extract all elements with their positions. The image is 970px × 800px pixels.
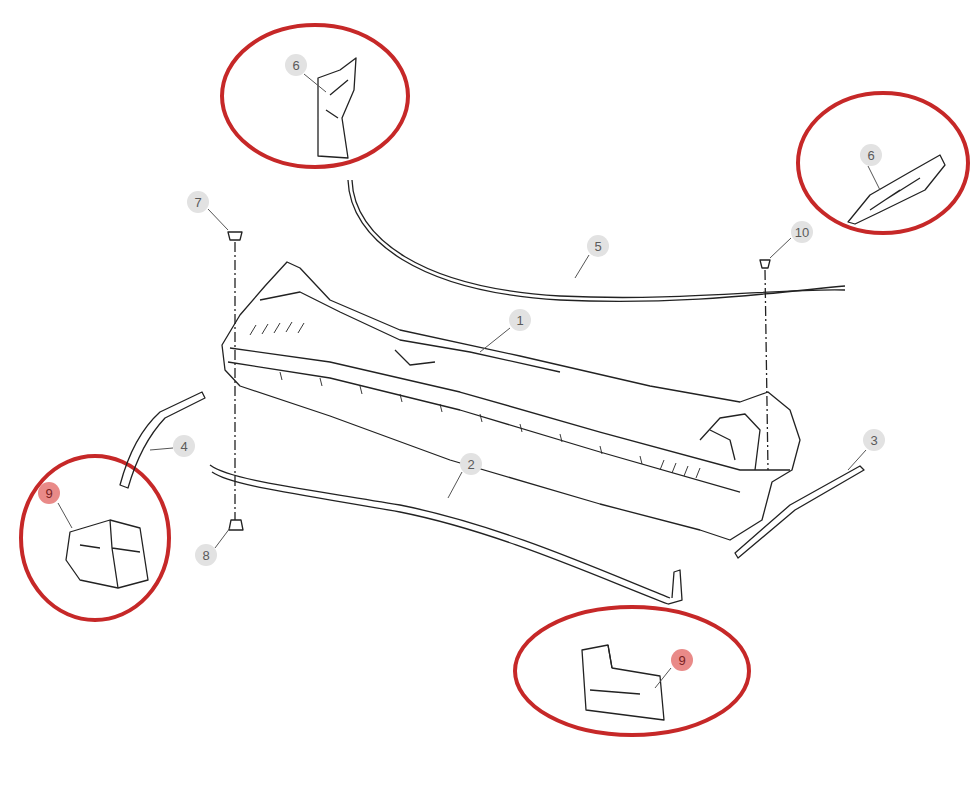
callout-number: 4 <box>173 435 195 457</box>
callout-number: 9 <box>671 649 693 671</box>
callout-number: 1 <box>509 309 531 331</box>
callout-number: 9 <box>38 482 60 504</box>
callout-number: 6 <box>285 54 307 76</box>
callout-number: 2 <box>460 453 482 475</box>
callout-number: 3 <box>863 429 885 451</box>
callout-number: 7 <box>187 191 209 213</box>
leader-lines <box>58 74 880 688</box>
callout-number: 5 <box>587 235 609 257</box>
highlight-rings <box>21 25 968 735</box>
callout-number: 8 <box>195 544 217 566</box>
callout-number: 10 <box>791 221 813 243</box>
parts <box>66 58 945 720</box>
callout-number: 6 <box>860 144 882 166</box>
